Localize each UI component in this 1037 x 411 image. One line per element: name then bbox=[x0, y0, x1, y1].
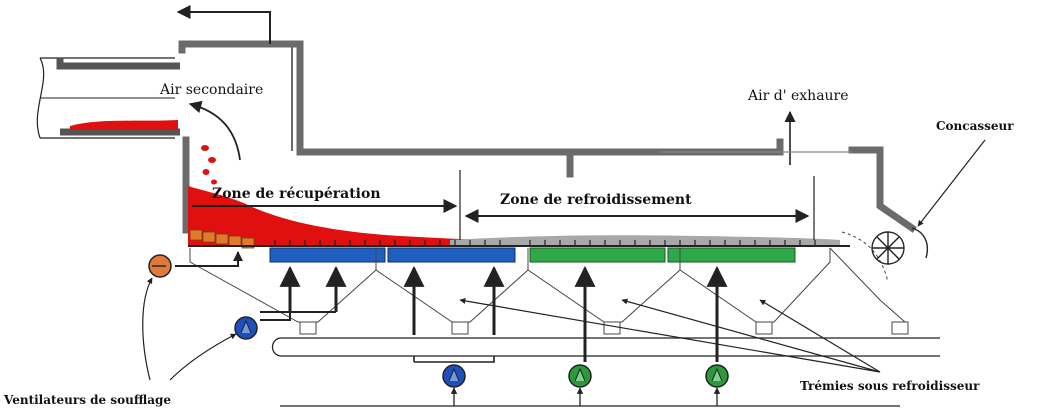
blue-fan-duct bbox=[260, 311, 336, 321]
falling-clinker bbox=[201, 145, 217, 185]
kiln-clinker bbox=[70, 120, 178, 130]
cooling-chambers bbox=[529, 247, 796, 263]
clinker-bed-cool bbox=[450, 235, 840, 246]
air-feed-arrows bbox=[279, 265, 728, 362]
recuperation-chambers bbox=[269, 247, 516, 263]
ventilateurs-pointers bbox=[142, 277, 237, 381]
crusher bbox=[871, 227, 929, 265]
fan-green-right bbox=[705, 364, 729, 388]
label-zone-refroidissement: Zone de refroidissement bbox=[500, 192, 692, 208]
cooler-casing bbox=[178, 40, 917, 234]
concasseur-pointer bbox=[917, 139, 986, 227]
intake-arrows bbox=[450, 387, 721, 406]
exhaust-duct bbox=[176, 5, 271, 44]
tremies-pointers bbox=[459, 297, 881, 373]
label-concasseur: Concasseur bbox=[936, 119, 1014, 133]
fan-blue-centre bbox=[442, 364, 466, 388]
hoppers bbox=[189, 231, 909, 335]
clinker-bed-hot bbox=[188, 186, 500, 246]
fan-orange bbox=[148, 254, 172, 278]
label-air-secondaire: Air secondaire bbox=[159, 82, 263, 98]
centre-fan-duct bbox=[413, 356, 495, 363]
label-air-exhaure: Air d' exhaure bbox=[747, 88, 849, 104]
grate-inlet bbox=[189, 229, 255, 249]
air-secondaire-arrow bbox=[188, 100, 241, 161]
label-tremies: Trémies sous refroidisseur bbox=[800, 379, 980, 393]
orange-fan-duct bbox=[175, 251, 243, 267]
label-zone-recuperation: Zone de récupération bbox=[212, 186, 381, 202]
grate-teeth bbox=[274, 240, 816, 246]
fan-blue-left bbox=[234, 316, 258, 340]
fan-green-left bbox=[568, 364, 592, 388]
label-ventilateurs: Ventilateurs de soufflage bbox=[3, 393, 171, 407]
kiln bbox=[36, 57, 180, 139]
drag-conveyor bbox=[271, 337, 940, 357]
